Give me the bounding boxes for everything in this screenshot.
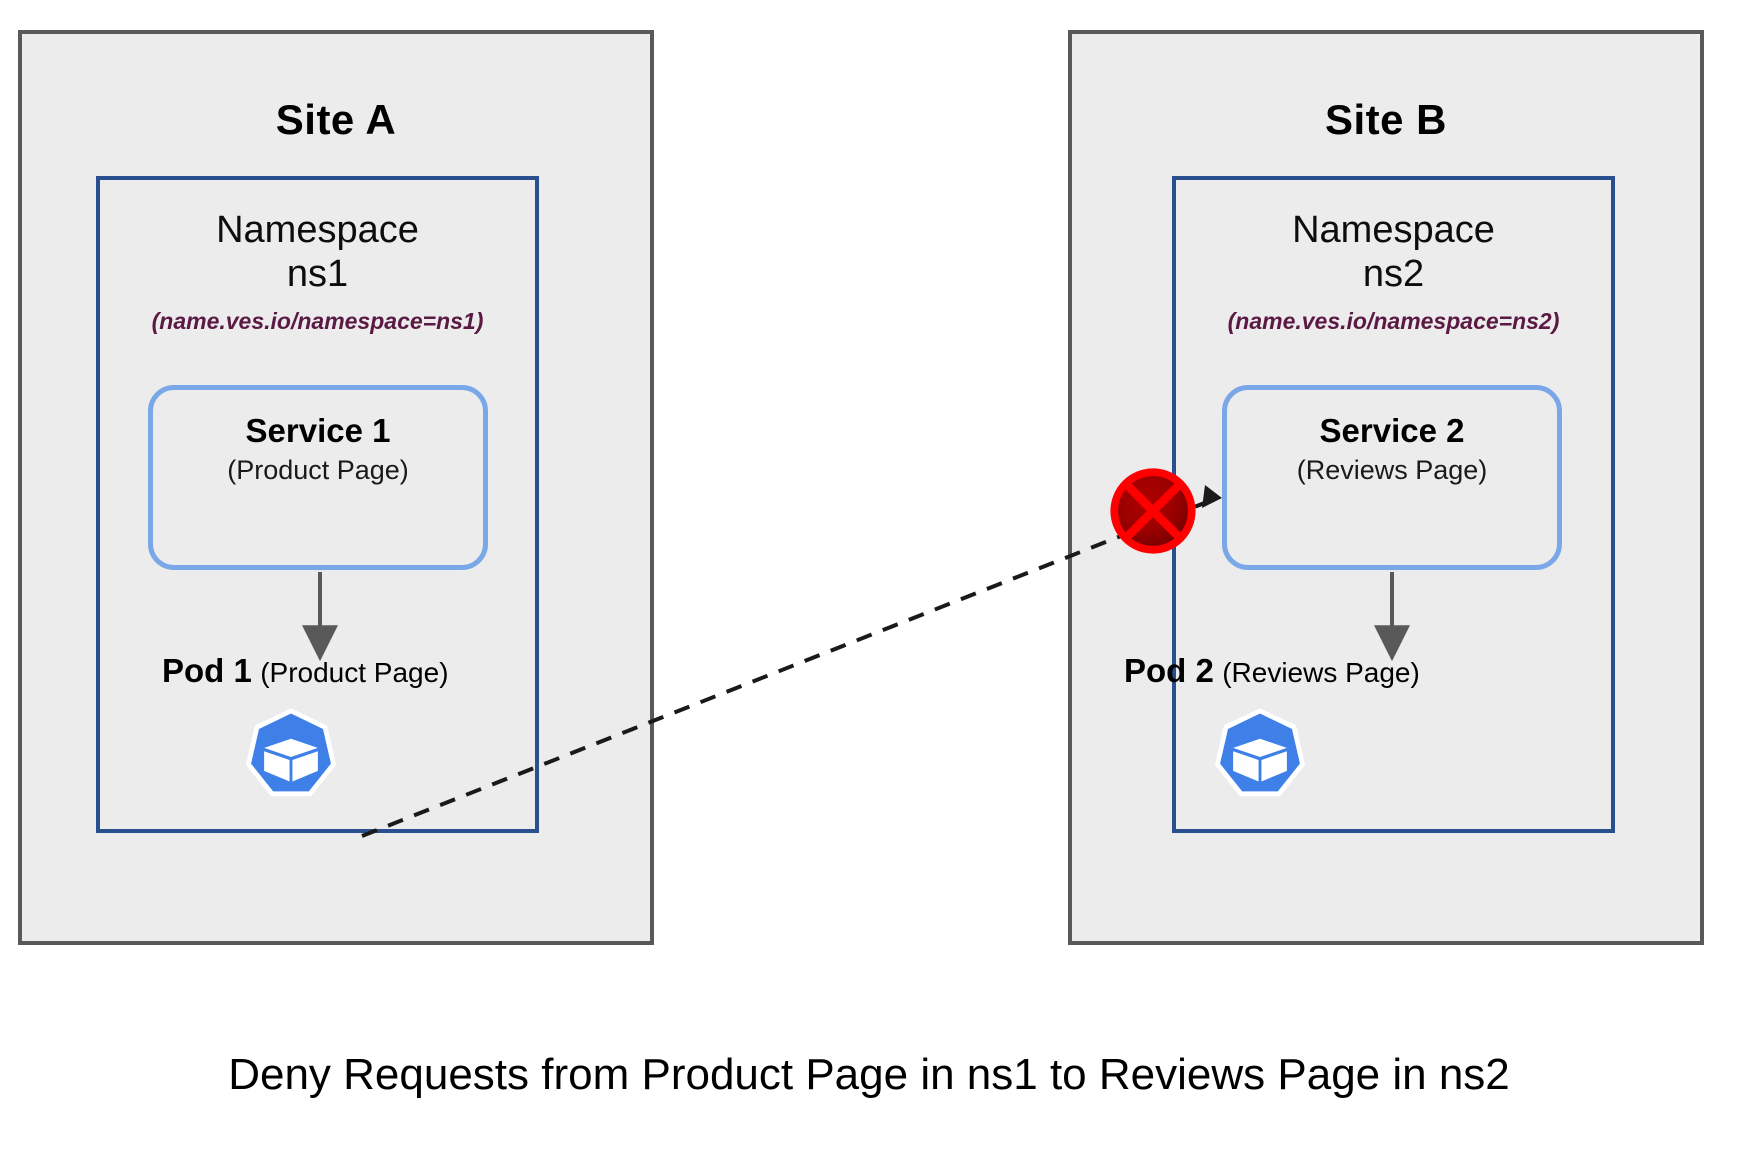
pod-1-label: Pod 1 (Product Page) (162, 652, 449, 690)
deny-badge-icon (1110, 468, 1196, 554)
namespace-ns1-selector-label: (name.ves.io/namespace=ns1) (151, 308, 484, 334)
pod-2-label: Pod 2 (Reviews Page) (1124, 652, 1420, 690)
pod-1-description: (Product Page) (260, 657, 449, 688)
site-b-title: Site B (1324, 96, 1448, 143)
pod-1-name: Pod 1 (162, 652, 252, 689)
kubernetes-icon (1212, 708, 1308, 809)
namespace-ns1-title-line2: ns1 (286, 253, 349, 295)
namespace-ns2-title: Namespace ns2 (1176, 208, 1611, 296)
diagram-caption: Deny Requests from Product Page in ns1 t… (228, 1050, 1510, 1099)
service-2-box: Service 2 (Reviews Page) (1222, 385, 1562, 570)
service-2-description: (Reviews Page) (1296, 455, 1488, 485)
namespace-ns2-title-line2: ns2 (1362, 253, 1425, 295)
pod-2-description: (Reviews Page) (1222, 657, 1420, 688)
service-2-title: Service 2 (1319, 412, 1465, 449)
service-1-box: Service 1 (Product Page) (148, 385, 488, 570)
namespace-ns2-selector-label: (name.ves.io/namespace=ns2) (1227, 308, 1560, 334)
service-1-title: Service 1 (245, 412, 391, 449)
namespace-ns1-title: Namespace ns1 (100, 208, 535, 296)
kubernetes-icon (243, 708, 339, 809)
namespace-ns2-title-line1: Namespace (1292, 209, 1495, 251)
site-a-title: Site A (275, 96, 397, 143)
pod-2-name: Pod 2 (1124, 652, 1214, 689)
service-1-description: (Product Page) (227, 455, 409, 485)
namespace-ns1-title-line1: Namespace (216, 209, 419, 251)
